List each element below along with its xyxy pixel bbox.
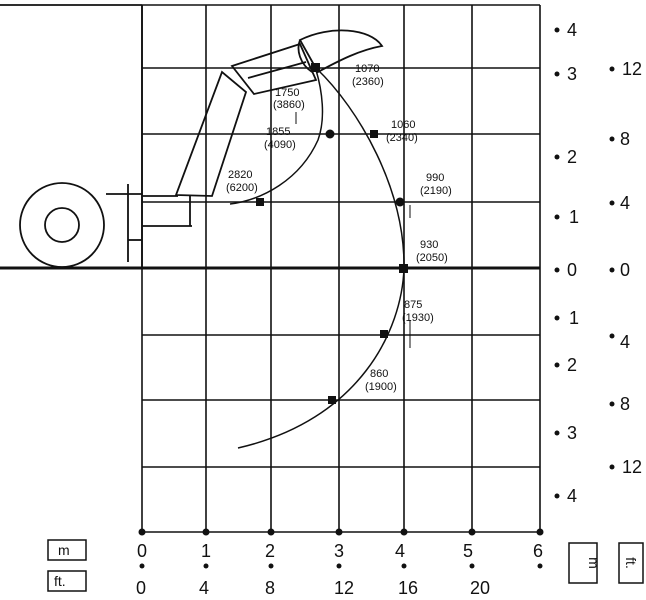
load-label-lb: (2190)	[420, 185, 452, 197]
side-unit-label-ft: ft.	[623, 557, 639, 569]
tick-m: 3	[334, 541, 344, 561]
load-marker	[311, 63, 320, 72]
wheel-outer	[19, 182, 105, 268]
load-label-kg: 1855	[266, 126, 290, 138]
side-tick-m: 3	[567, 64, 577, 84]
side-axis-m: 4 3 2 1 0 1 2 3 4	[554, 20, 579, 506]
load-label-lb: (6200)	[226, 182, 258, 194]
load-marker	[256, 198, 264, 206]
tick-ft: 12	[334, 578, 354, 598]
load-marker	[395, 197, 405, 207]
tick-m: 5	[463, 541, 473, 561]
load-label-lb: (2340)	[386, 132, 418, 144]
load-label-kg: 1070	[355, 63, 379, 75]
side-tick-m: 2	[567, 147, 577, 167]
side-unit-label-m: m	[586, 557, 602, 569]
side-tick-ft: 0	[620, 260, 630, 280]
load-label-kg: 875	[404, 299, 422, 311]
wheel-hub	[44, 207, 80, 243]
side-tick-m: 3	[567, 423, 577, 443]
side-tick-m: 4	[567, 20, 577, 40]
load-label-kg: 1060	[391, 119, 415, 131]
load-label-lb: (4090)	[264, 139, 296, 151]
tick-ft: 16	[398, 578, 418, 598]
side-tick-ft: 8	[620, 129, 630, 149]
load-label-kg: 860	[370, 368, 388, 380]
side-tick-ft: 12	[622, 59, 642, 79]
load-marker	[380, 330, 388, 338]
side-tick-m: 1	[569, 207, 579, 227]
load-marker	[370, 130, 378, 138]
tick-m: 0	[137, 541, 147, 561]
load-label-kg: 990	[426, 172, 444, 184]
side-tick-m: 0	[567, 260, 577, 280]
bottom-axis-m: m 0 1 2 3 4 5 6	[47, 528, 544, 561]
side-tick-ft: 4	[620, 193, 630, 213]
tick-m: 6	[533, 541, 543, 561]
side-unit-ft: ft.	[618, 542, 644, 584]
load-label-kg: 930	[420, 239, 438, 251]
bottom-axis-ft: ft. 0 4 8 12 16 20	[47, 563, 543, 598]
label-leaders	[295, 112, 411, 348]
load-label-kg: 1750	[275, 87, 299, 99]
load-label-kg: 2820	[228, 169, 252, 181]
load-label-lb: (2050)	[416, 252, 448, 264]
side-tick-m: 2	[567, 355, 577, 375]
tick-ft: 0	[136, 578, 146, 598]
unit-box-m	[47, 539, 87, 561]
unit-box-ft	[47, 570, 87, 592]
unit-label-ft: ft.	[54, 573, 66, 589]
inner-reach-curve	[229, 69, 324, 205]
load-marker	[328, 396, 336, 404]
load-markers	[256, 63, 408, 404]
side-tick-ft: 12	[622, 457, 642, 477]
side-tick-m: 4	[567, 486, 577, 506]
load-marker	[399, 264, 408, 273]
side-axis-ft: 12 8 4 0 4 8 12	[609, 59, 642, 477]
side-unit-m: m	[568, 542, 602, 584]
side-tick-m: 1	[569, 308, 579, 328]
load-labels: 1070 (2360) 1750 (3860) 1855 (4090) 1060…	[226, 63, 452, 393]
tick-ft: 4	[199, 578, 209, 598]
load-label-lb: (1900)	[365, 381, 397, 393]
load-label-lb: (1930)	[402, 312, 434, 324]
vehicle-outline	[0, 4, 384, 268]
unit-label-m: m	[58, 542, 70, 558]
load-marker	[325, 129, 335, 139]
load-label-lb: (3860)	[273, 99, 305, 111]
tick-ft: 20	[470, 578, 490, 598]
side-tick-ft: 8	[620, 394, 630, 414]
load-label-lb: (2360)	[352, 76, 384, 88]
tick-ft: 8	[265, 578, 275, 598]
side-tick-ft: 4	[620, 332, 630, 352]
tick-m: 1	[201, 541, 211, 561]
tick-m: 4	[395, 541, 405, 561]
tick-m: 2	[265, 541, 275, 561]
